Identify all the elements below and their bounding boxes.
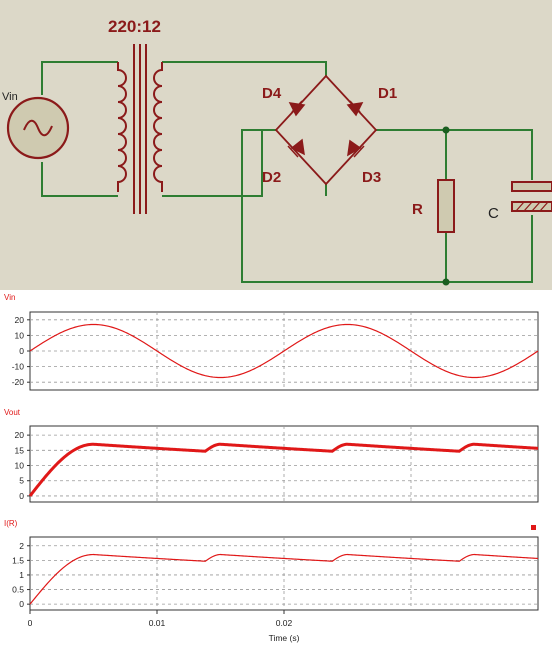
source-label: Vin (2, 91, 18, 103)
x-axis-label: Time (s) (269, 633, 300, 643)
y-tick-label: 15 (15, 445, 25, 455)
diode-label-d3: D3 (362, 169, 381, 186)
plot-title-ir: I(R) (4, 519, 18, 528)
plot-title-vout: Vout (4, 408, 21, 417)
y-tick-label: 5 (19, 476, 24, 486)
y-tick-label: 20 (15, 430, 25, 440)
resistor-label: R (412, 201, 423, 218)
legend-marker (531, 525, 536, 530)
turns-ratio-label: 220:12 (108, 17, 161, 36)
y-tick-label: -20 (12, 377, 25, 387)
series-line-Vout (28, 442, 539, 497)
diode-icon (287, 100, 365, 158)
diode-label-d4: D4 (262, 85, 282, 102)
y-tick-label: 1 (19, 570, 24, 580)
plot-panel-2: 2 1.5 1 0.5 0 (12, 536, 539, 611)
y-tick-label: 10 (15, 330, 25, 340)
y-tick-label: 0 (19, 599, 24, 609)
y-tick-label: 20 (15, 315, 25, 325)
series-line-I(R) (29, 553, 539, 605)
x-tick-label: 0.02 (276, 618, 293, 628)
y-tick-label: 0 (19, 491, 24, 501)
circuit-wires (41, 61, 533, 283)
plot-title-vin: Vin (4, 293, 15, 302)
y-tick-label: 0.5 (12, 585, 24, 595)
ac-source-icon (6, 96, 70, 160)
junction-dots (442, 126, 450, 286)
capacitor-icon (511, 181, 552, 212)
plot-panel-0: 20 10 0 -10 -20 (12, 311, 539, 391)
diode-label-d1: D1 (378, 85, 397, 102)
plot-panel-1: 20 15 10 5 0 (15, 425, 539, 503)
y-tick-label: 1.5 (12, 555, 24, 565)
waveform-plots: 20 10 0 -10 -20 20 15 10 5 0 2 1.5 1 0.5 0 Vin Vout I(… (0, 290, 552, 645)
series-line-Vin (29, 323, 539, 379)
transformer-icon (117, 44, 163, 214)
circuit-schematic: Vin 220:12 D4 D1 D2 D3 R (0, 0, 552, 290)
y-tick-label: 10 (15, 461, 25, 471)
y-tick-label: -10 (12, 362, 25, 372)
x-tick-label: 0 (28, 618, 33, 628)
y-tick-label: 2 (19, 541, 24, 551)
resistor-icon (437, 179, 455, 233)
y-tick-label: 0 (19, 346, 24, 356)
capacitor-label: C (488, 205, 499, 222)
diode-label-d2: D2 (262, 169, 281, 186)
x-tick-label: 0.01 (149, 618, 166, 628)
